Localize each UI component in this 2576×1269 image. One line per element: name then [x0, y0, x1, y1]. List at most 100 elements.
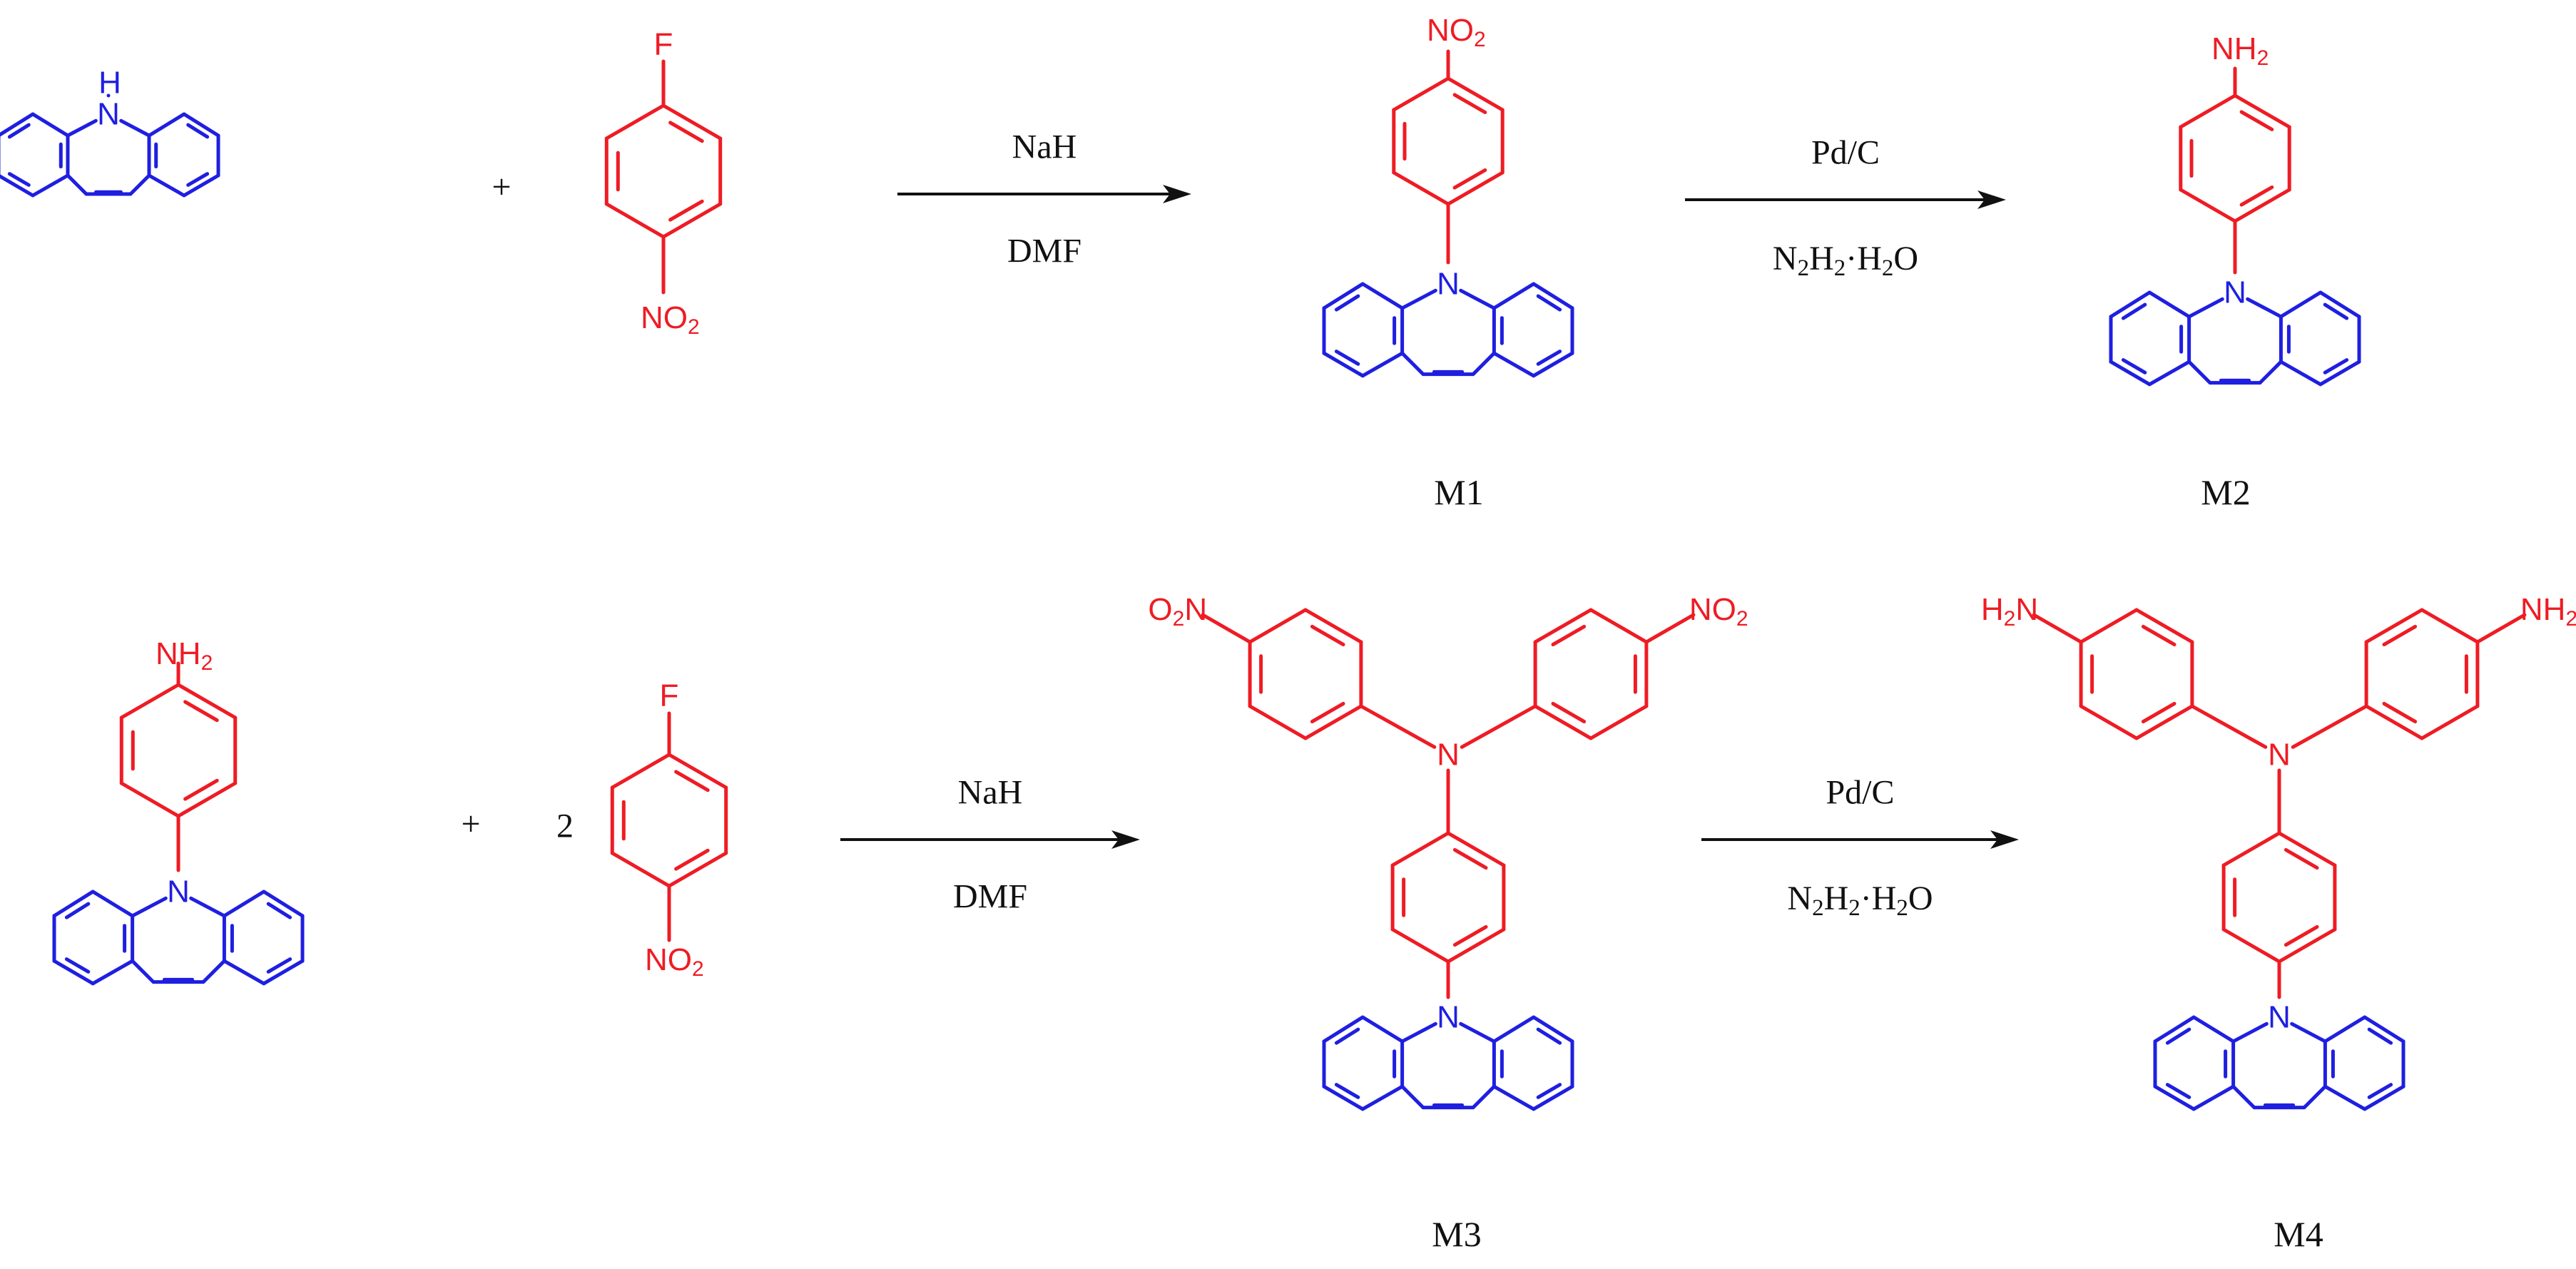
- label-part: NH: [2211, 31, 2257, 66]
- reagent-bottom: DMF: [1007, 233, 1081, 270]
- bond: [2134, 704, 2194, 740]
- bond: [2187, 297, 2224, 319]
- double-bond-inner: [186, 172, 210, 187]
- label-part: O: [1148, 592, 1172, 627]
- bond: [52, 959, 95, 986]
- bond: [2323, 1015, 2367, 1044]
- bond: [1360, 351, 1405, 378]
- bond: [1390, 927, 1450, 964]
- double-bond-inner: [1551, 701, 1587, 724]
- double-bond-inner: [668, 121, 704, 143]
- amine-nitrogen: N: [1437, 738, 1460, 773]
- ring-nitrogen: N: [2268, 1000, 2291, 1035]
- bond: [131, 896, 168, 918]
- double-bond-inner: [266, 957, 292, 974]
- subscript: 2: [1798, 255, 1810, 281]
- double-bond-inner: [668, 199, 704, 222]
- bond: [2233, 188, 2291, 223]
- bond: [1201, 613, 1252, 644]
- bond: [610, 753, 671, 790]
- bond: [1459, 1021, 1496, 1044]
- bond: [2420, 608, 2480, 644]
- bond: [2475, 613, 2527, 644]
- compound-label-m1: M1: [1434, 472, 1483, 512]
- bond: [119, 781, 180, 818]
- bond: [2191, 1015, 2236, 1044]
- double-bond-inner: [1551, 624, 1587, 647]
- reagent-bottom: N2H2·H2O: [1773, 240, 1918, 282]
- n-hydrogen: H: [98, 66, 121, 101]
- bond: [2364, 704, 2424, 740]
- double-bond-inner: [2323, 358, 2349, 374]
- bond: [2364, 608, 2424, 644]
- double-bond-inner: [1536, 1027, 1562, 1045]
- bond: [2221, 927, 2281, 964]
- double-bond-inner: [186, 123, 210, 139]
- bond: [661, 103, 723, 141]
- bond: [2147, 360, 2191, 387]
- label-part: N: [1184, 592, 1207, 627]
- bond: [1446, 831, 1506, 867]
- bond: [2279, 360, 2323, 387]
- bond: [31, 173, 70, 198]
- bond: [262, 959, 305, 986]
- double-bond-inner: [2141, 624, 2177, 647]
- bond: [1533, 704, 1593, 740]
- double-bond-inner: [64, 957, 91, 974]
- bond: [2179, 93, 2237, 129]
- nitro-label: NO2: [645, 942, 704, 981]
- arrow-head: [1163, 185, 1191, 203]
- double-bond-inner: [2239, 185, 2274, 207]
- reagent-bottom: N2H2·H2O: [1787, 880, 1933, 922]
- bond: [2318, 360, 2361, 387]
- bond: [2323, 1084, 2367, 1111]
- arrow-head: [1990, 830, 2019, 849]
- amino-label: NH2: [2520, 592, 2576, 631]
- double-bond-inner: [183, 778, 219, 801]
- subscript: 2: [2565, 607, 2576, 631]
- bond: [1360, 282, 1405, 310]
- reagent-bottom: DMF: [953, 878, 1027, 916]
- bond: [2290, 1021, 2327, 1044]
- bond: [1589, 704, 1649, 740]
- subscript: 2: [2004, 607, 2016, 631]
- bond: [1400, 1021, 1437, 1044]
- ring-nitrogen: N: [1437, 267, 1460, 302]
- bond: [2079, 704, 2139, 740]
- subscript: 2: [1896, 895, 1908, 921]
- plus-sign: +: [461, 805, 480, 843]
- bond: [91, 959, 135, 986]
- bond: [2258, 360, 2283, 385]
- double-bond-inner: [183, 700, 219, 723]
- bond: [2233, 93, 2291, 129]
- bond: [1532, 1015, 1574, 1044]
- bond: [1360, 1084, 1405, 1111]
- bond: [1400, 351, 1425, 377]
- double-bond-inner: [1452, 168, 1487, 190]
- bond: [1532, 351, 1574, 378]
- reagent-top: Pd/C: [1826, 774, 1894, 812]
- double-bond-inner: [2284, 924, 2319, 947]
- bond: [189, 896, 226, 918]
- bond: [2291, 704, 2368, 749]
- double-bond-inner: [2382, 701, 2418, 724]
- label-part: H: [1824, 880, 1849, 917]
- bond: [2190, 704, 2268, 749]
- bond: [147, 173, 186, 198]
- bond: [2420, 704, 2480, 740]
- bond: [2191, 1084, 2236, 1111]
- subscript: 2: [1812, 895, 1824, 921]
- bond: [2187, 360, 2212, 385]
- bond: [1446, 76, 1505, 112]
- bond: [2153, 1015, 2196, 1044]
- label-part: N: [1773, 240, 1798, 277]
- bond: [1392, 170, 1450, 206]
- bond: [262, 890, 305, 918]
- nitro-label: NO2: [641, 300, 700, 339]
- bond: [1303, 608, 1363, 644]
- bond: [1322, 1084, 1365, 1111]
- arrow-head: [1111, 830, 1140, 849]
